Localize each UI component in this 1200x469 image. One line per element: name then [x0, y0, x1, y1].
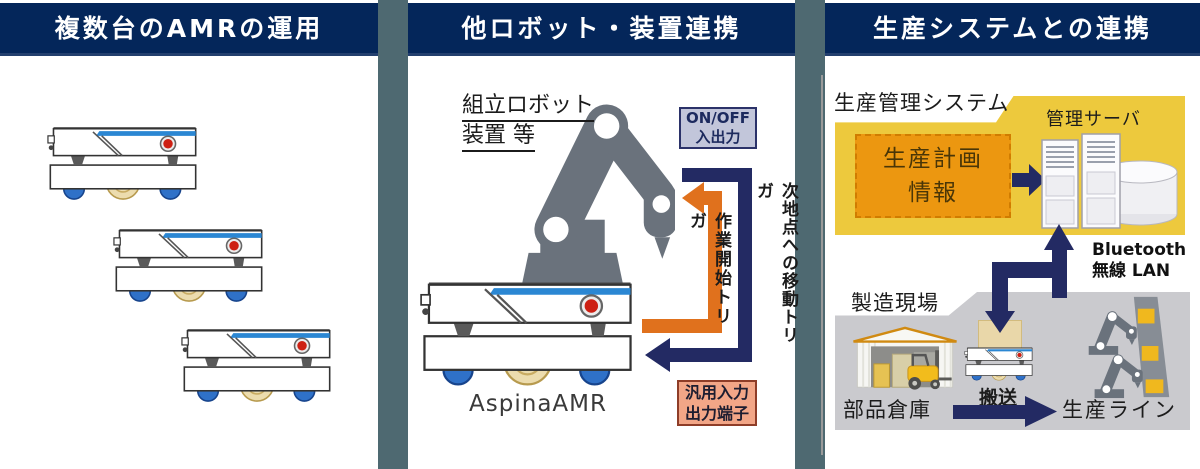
server-site-arrow — [985, 224, 1074, 333]
transport-arrow — [953, 396, 1057, 427]
work-start-arrow — [642, 182, 722, 333]
io-terminal-box: 汎用入力 出力端子 — [677, 380, 757, 426]
network-line1: Bluetooth — [1092, 240, 1187, 260]
work-start-trigger-label: 作業開始トリガ — [686, 212, 731, 326]
onoff-io-box: ON/OFF 入出力 — [679, 107, 757, 149]
io-terminal-line1: 汎用入力 — [684, 383, 749, 402]
move-trigger-arrow — [645, 168, 752, 372]
factory-floor-label: 製造現場 — [851, 291, 939, 315]
panel-title-production-link: 生産システムとの連携 — [825, 3, 1200, 56]
management-server-label: 管理サーバ — [1046, 109, 1141, 130]
equipment-label-line1: 組立ロボット — [462, 92, 595, 122]
production-plan-line1: 生産計画 — [883, 146, 983, 172]
warehouse-label: 部品倉庫 — [843, 398, 931, 422]
production-plan-box: 生産計画 情報 — [855, 134, 1011, 218]
production-plan-line2: 情報 — [908, 180, 958, 206]
production-line-icon — [1082, 293, 1172, 401]
amr-icon — [110, 226, 268, 305]
production-line-label: 生産ライン — [1062, 398, 1177, 422]
amr-icon — [415, 278, 640, 390]
onoff-io-line1: ON/OFF — [685, 109, 751, 127]
panel-title-multi-amr: 複数台のAMRの運用 — [0, 3, 378, 56]
trigger-arrows — [642, 168, 752, 372]
equipment-label-line2: 装置 等 — [462, 122, 535, 152]
panel-title-robot-link: 他ロボット・装置連携 — [408, 3, 795, 56]
panel-divider — [378, 0, 408, 469]
plan-to-server-arrow — [1012, 164, 1046, 196]
transport-label: 搬送 — [979, 387, 1018, 409]
amr-icon — [44, 124, 202, 203]
equipment-label: 組立ロボット 装置 等 — [462, 92, 595, 152]
panel-left-rule — [821, 75, 823, 455]
onoff-io-line2: 入出力 — [695, 128, 741, 146]
io-terminal-line2: 出力端子 — [684, 404, 749, 423]
network-label: Bluetooth 無線 LAN — [1092, 240, 1186, 282]
amr-name-label: AspinaAMR — [469, 391, 607, 417]
management-system-label: 生産管理システム — [834, 91, 1010, 115]
amr-icon — [178, 326, 336, 405]
next-point-trigger-label: 次地点への移動トリガ — [753, 182, 798, 344]
warehouse-icon — [850, 325, 960, 395]
panel-divider — [795, 0, 825, 469]
network-line2: 無線 LAN — [1092, 261, 1171, 281]
